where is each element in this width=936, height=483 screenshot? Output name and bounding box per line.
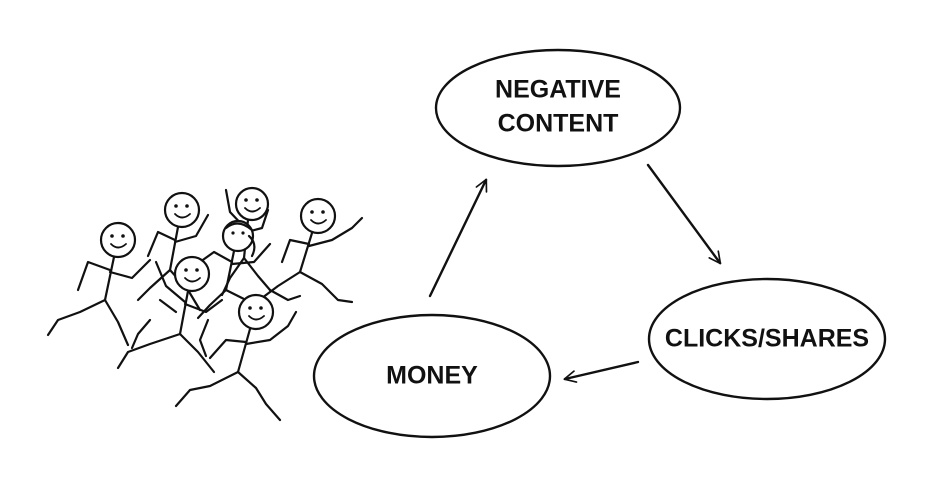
stick-figure [196, 219, 272, 320]
node-clicks-shares-label: CLICKS/SHARES [665, 325, 869, 353]
running-crowd-illustration [46, 186, 364, 422]
crowd-limbs [130, 288, 302, 358]
node-clicks-shares: CLICKS/SHARES [647, 277, 887, 401]
arrow-negative-to-clicks [646, 163, 722, 265]
stick-figure [116, 255, 224, 374]
stick-figure [46, 221, 152, 347]
stick-figure [260, 197, 364, 304]
arrow-clicks-to-money [563, 360, 640, 383]
node-negative-content: NEGATIVE CONTENT [434, 48, 682, 168]
node-money: MONEY [312, 313, 552, 439]
arrow-money-to-negative [428, 178, 488, 298]
node-negative-content-line-1: NEGATIVE [495, 76, 621, 104]
node-negative-content-line-2: CONTENT [498, 110, 619, 138]
node-money-label: MONEY [386, 362, 478, 390]
stick-figure [136, 191, 210, 312]
stick-figure [174, 293, 298, 422]
